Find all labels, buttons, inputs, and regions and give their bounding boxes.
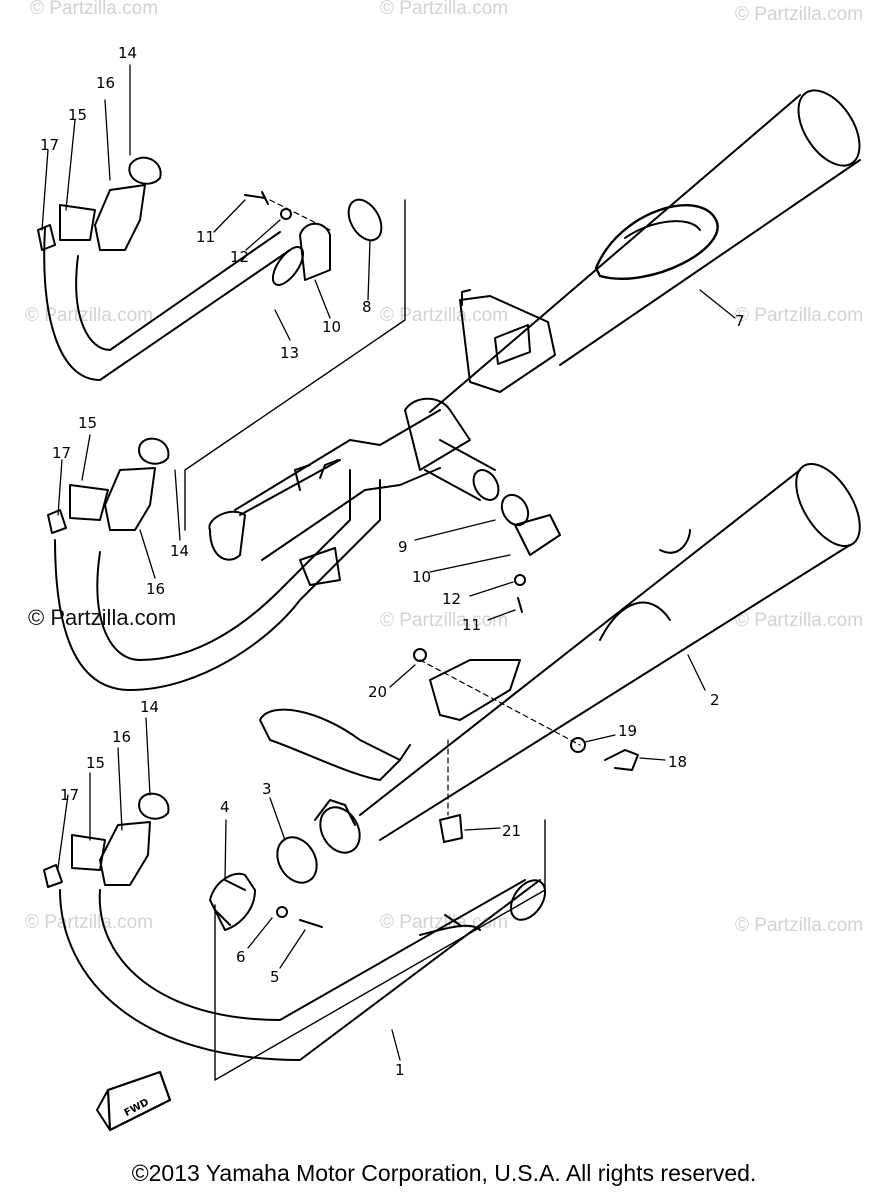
callout-14: 14 [118, 44, 137, 62]
callout-16: 16 [146, 580, 165, 598]
callout-12: 12 [230, 248, 249, 266]
muffler-lower [259, 462, 861, 841]
bracket-frames [184, 199, 546, 1081]
callout-3: 3 [262, 780, 272, 798]
callout-7: 7 [735, 312, 745, 330]
header-pipe-middle [54, 469, 381, 691]
watermark: © Partzilla.com [735, 610, 864, 631]
callout-12: 12 [442, 590, 461, 608]
callout-numbers: 14 16 15 17 11 12 13 10 8 7 15 17 14 16 … [40, 44, 745, 1079]
callout-19: 19 [618, 722, 637, 740]
copyright-notice: ©2013 Yamaha Motor Corporation, U.S.A. A… [131, 1160, 757, 1186]
alignment-lines [269, 199, 581, 816]
callout-21: 21 [502, 822, 521, 840]
callout-15: 15 [78, 414, 97, 432]
flange-assembly-lower [43, 792, 170, 888]
header-pipe-1 [59, 879, 547, 1061]
watermark: © Partzilla.com [380, 610, 509, 631]
watermark: © Partzilla.com [380, 0, 509, 19]
collector-pipe [208, 409, 441, 561]
fwd-arrow: FWD [96, 1070, 172, 1132]
callout-4: 4 [220, 798, 230, 816]
callout-14: 14 [140, 698, 159, 716]
callout-1: 1 [395, 1061, 405, 1079]
callout-5: 5 [270, 968, 280, 986]
callout-10: 10 [412, 568, 431, 586]
watermark: © Partzilla.com [735, 915, 864, 936]
watermark: © Partzilla.com [30, 0, 159, 19]
callout-15: 15 [86, 754, 105, 772]
callout-13: 13 [280, 344, 299, 362]
watermark: © Partzilla.com [735, 4, 864, 25]
callout-17: 17 [60, 786, 79, 804]
small-parts-middle [500, 493, 561, 613]
lower-joint [209, 799, 361, 931]
watermark: © Partzilla.com [735, 305, 864, 326]
header-pipe-13 [43, 227, 305, 381]
watermark: © Partzilla.com [25, 912, 154, 933]
watermark: © Partzilla.com [380, 305, 509, 326]
callout-10: 10 [322, 318, 341, 336]
callout-17: 17 [40, 136, 59, 154]
callout-14: 14 [170, 542, 189, 560]
callout-9: 9 [398, 538, 408, 556]
callout-2: 2 [710, 691, 720, 709]
callout-18: 18 [668, 753, 687, 771]
callout-16: 16 [96, 74, 115, 92]
watermark: © Partzilla.com [25, 305, 154, 326]
callout-11: 11 [462, 616, 481, 634]
muffler-upper [404, 89, 861, 501]
leader-lines [41, 64, 736, 1061]
callout-17: 17 [52, 444, 71, 462]
callout-6: 6 [236, 948, 246, 966]
callout-20: 20 [368, 683, 387, 701]
small-parts-lower [276, 648, 639, 928]
flange-assembly-upper [37, 156, 162, 251]
flange-assembly-middle [47, 437, 170, 534]
callout-15: 15 [68, 106, 87, 124]
callout-11: 11 [196, 228, 215, 246]
callout-16: 16 [112, 728, 131, 746]
callout-8: 8 [362, 298, 372, 316]
